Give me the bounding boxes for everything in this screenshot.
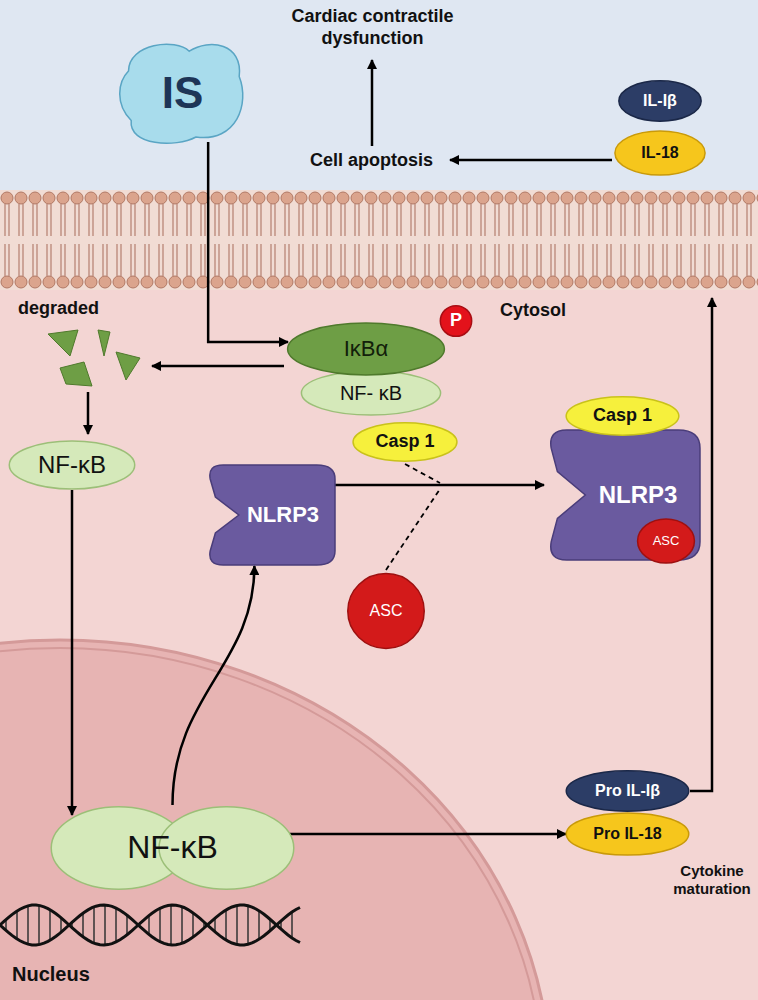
sensor-shape: NLRP3 — [205, 465, 335, 565]
dna-rung — [82, 913, 84, 937]
dna-rung — [148, 916, 150, 935]
node-label: ASC — [370, 602, 403, 620]
degraded-label: degraded — [18, 298, 99, 320]
node-label: Casp 1 — [375, 432, 434, 452]
dna-rung — [258, 911, 260, 940]
dna-rung — [115, 908, 117, 942]
node-label: NF-κB — [127, 830, 218, 865]
dna-rung — [170, 905, 172, 945]
apoptosis-label: Cell apoptosis — [310, 150, 433, 172]
node-label: P — [450, 311, 462, 331]
dna-rung — [49, 910, 51, 941]
sensor-shape: NLRP3ASC — [545, 430, 700, 560]
pathway-arrow — [71, 490, 74, 815]
dna-rung — [192, 913, 194, 937]
dna-rung — [225, 910, 227, 940]
dna-rung — [93, 907, 95, 943]
node-label: NLRP3 — [247, 503, 319, 527]
dysfunction-label: Cardiac contractile dysfunction — [250, 6, 495, 49]
assembly-dash — [405, 464, 440, 483]
maturation-label: Cytokine maturation — [668, 862, 756, 898]
adaptor-circle: ASC — [347, 572, 425, 650]
phospho-circle: P — [440, 305, 472, 337]
pathway-arrow — [173, 566, 255, 805]
dna-rung — [126, 915, 128, 935]
dna-rung — [159, 908, 161, 941]
stimulus-blob: IS — [115, 38, 250, 148]
cytokine-blob: Pro IL-Iβ — [565, 770, 690, 812]
protein-ellipse: IκBα — [286, 322, 446, 376]
node-label: Casp 1 — [593, 406, 652, 426]
dna-rung — [16, 911, 18, 939]
dna-rung — [236, 906, 238, 945]
protein-blob: Casp 1 — [352, 422, 458, 462]
protein-ellipse: NF-κB — [8, 440, 136, 490]
dysfunction-arrow — [371, 60, 374, 146]
cytokine-blob: IL-Iβ — [618, 80, 702, 122]
degraded-fragments — [48, 330, 140, 386]
pathway-arrow — [208, 142, 288, 342]
node-label: IL-Iβ — [643, 92, 677, 110]
dna-rung — [27, 906, 29, 944]
dna-rung — [247, 906, 249, 944]
node-label: NLRP3 — [599, 482, 678, 508]
protein-ellipse: NF- κB — [300, 370, 442, 416]
membrane-core — [0, 190, 758, 290]
nucleus-envelope — [0, 648, 542, 1000]
node-label: ASC — [653, 534, 680, 548]
degradation-arrow — [152, 365, 284, 368]
protein-blob: Casp 1 — [565, 396, 680, 436]
node-label: IκBα — [344, 337, 389, 361]
dna-helix — [0, 905, 300, 945]
lipid-bilayer — [0, 190, 758, 290]
node-label: NF-κB — [38, 452, 106, 478]
adaptor-circle: ASC — [637, 518, 695, 564]
pathway-arrow — [335, 484, 544, 487]
cytokine-blob: IL-18 — [614, 130, 706, 176]
node-label: IS — [162, 69, 204, 117]
dna-rung — [104, 905, 106, 945]
dna-strand — [0, 905, 300, 945]
release-arrow — [87, 392, 90, 434]
assembly-dash — [386, 489, 440, 570]
node-label: IL-18 — [641, 144, 678, 162]
dimer-shape: NF-κB — [50, 805, 295, 891]
apoptosis-arrow — [450, 159, 612, 162]
dna-rung — [291, 912, 293, 938]
dna-rung — [38, 905, 40, 944]
compartment-label: Nucleus — [12, 962, 90, 986]
cytokine-blob: Pro IL-18 — [565, 812, 690, 856]
dna-rung — [181, 907, 183, 944]
node-label: Pro IL-18 — [593, 825, 661, 843]
compartment-label: Cytosol — [500, 300, 566, 322]
pathway-arrow — [289, 833, 566, 836]
dna-strand — [0, 905, 300, 945]
node-label: Pro IL-Iβ — [595, 782, 660, 800]
nucleus — [0, 640, 550, 1000]
extracellular-space — [0, 0, 758, 190]
node-label: NF- κB — [340, 382, 402, 404]
